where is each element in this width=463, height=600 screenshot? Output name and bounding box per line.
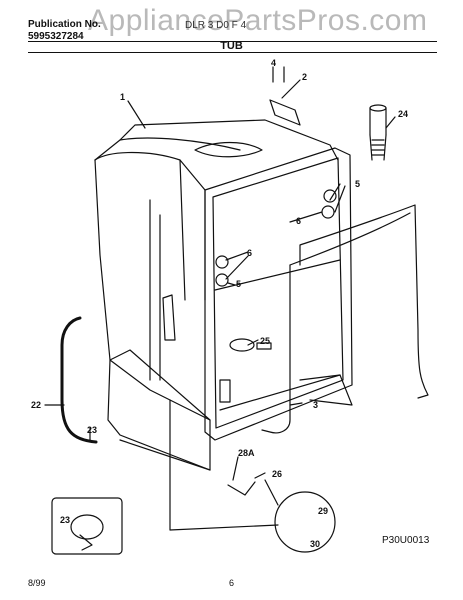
- model-code: DLR 3 D0 F 4: [185, 20, 247, 31]
- publication-label: Publication No.: [28, 19, 101, 30]
- callout-23-hose: 23: [87, 425, 97, 435]
- callout-30: 30: [310, 539, 320, 549]
- publication-number: 5995327284: [28, 31, 84, 42]
- tub-base: [107, 349, 353, 471]
- header-rule: [28, 41, 437, 42]
- title-rule: [28, 52, 437, 53]
- callout-5-upper: 5: [355, 179, 360, 189]
- callout-3: 3: [313, 400, 318, 410]
- part-24: [369, 104, 387, 161]
- diagram-code: P30U0013: [382, 535, 430, 546]
- callout-2: 2: [302, 72, 307, 82]
- callout-22: 22: [31, 400, 41, 410]
- footer-date: 8/99: [28, 578, 46, 588]
- page-number: 6: [229, 578, 235, 588]
- callout-1: 1: [120, 92, 125, 102]
- door-frame: [204, 147, 353, 441]
- callout-25: 25: [260, 336, 270, 346]
- callout-28a: 28A: [238, 448, 255, 458]
- watermark: AppliancePartsPros.com: [88, 4, 428, 37]
- callout-26: 26: [272, 469, 282, 479]
- callout-6-upper: 6: [296, 216, 301, 226]
- tub-body: [94, 119, 339, 421]
- callout-29: 29: [318, 506, 328, 516]
- door-gasket: [261, 204, 429, 434]
- callout-5-lower: 5: [236, 279, 241, 289]
- callout-23-inset: 23: [60, 515, 70, 525]
- callout-6-lower: 6: [247, 248, 252, 258]
- bracket-2: [269, 99, 301, 126]
- callout-4: 4: [271, 58, 276, 68]
- callout-24: 24: [398, 109, 408, 119]
- section-title: TUB: [220, 40, 243, 52]
